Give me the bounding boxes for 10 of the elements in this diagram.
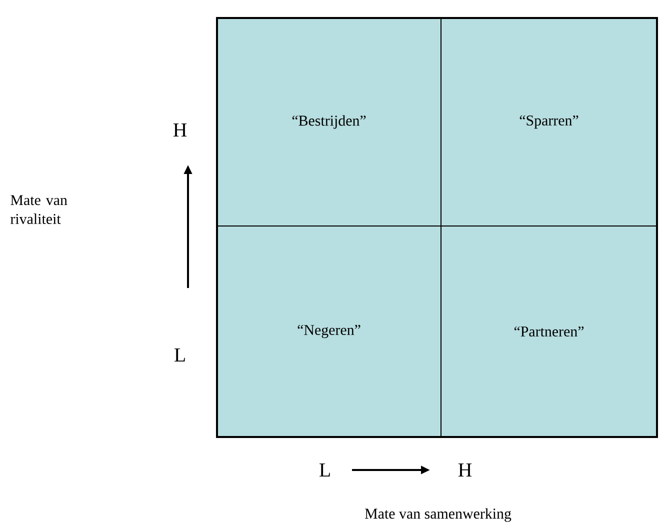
quadrant-box: “Sparren” (440, 18, 658, 226)
axis-title: Mate van samenwerking (365, 508, 512, 522)
axis-level-label: L (320, 463, 330, 477)
axis-title: Mate van rivaliteit (10, 195, 68, 224)
axis-level-label: H (173, 123, 187, 137)
quadrant-box: “Negeren” (216, 226, 442, 438)
quadrant-box: “Bestrijden” (216, 18, 442, 226)
axis-level-label: L (174, 348, 185, 362)
axis-level-label: H (458, 463, 472, 477)
quadrant-box: “Partneren” (440, 226, 658, 438)
